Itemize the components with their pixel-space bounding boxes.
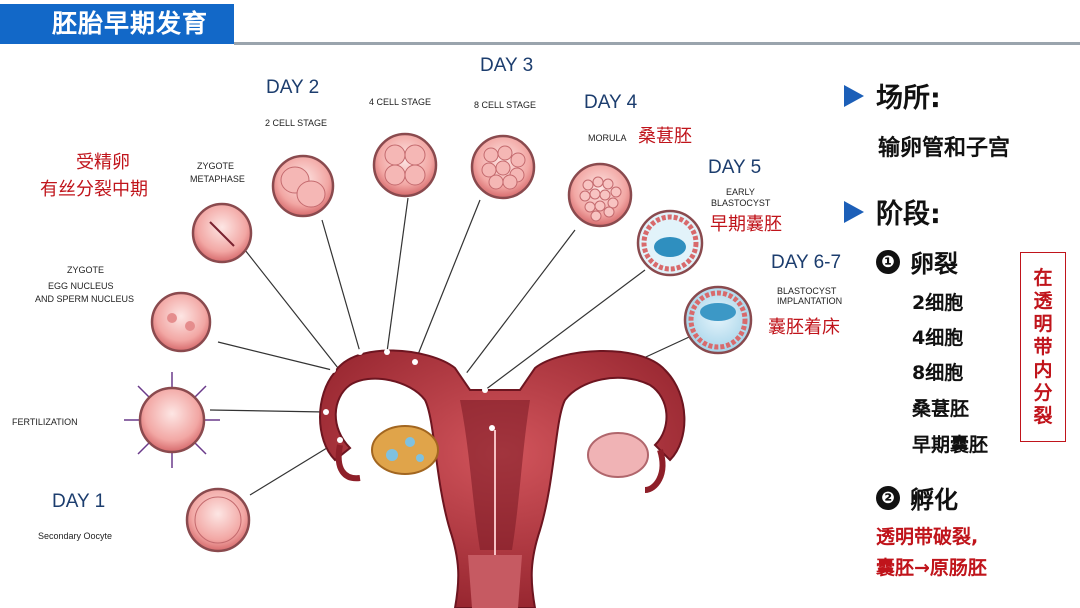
early-blastocyst-annotation: 早期囊胚 <box>710 214 782 235</box>
day-2-label: DAY 2 <box>266 77 319 98</box>
zygote-label: ZYGOTE <box>67 265 104 275</box>
embryo-development-diagram: DAY 1 DAY 2 DAY 3 DAY 4 DAY 5 DAY 6-7 Se… <box>12 55 842 608</box>
blastocyst-implant-label-2: IMPLANTATION <box>777 296 842 306</box>
early-label: EARLY <box>726 187 755 197</box>
triangle-bullet-icon <box>844 84 864 107</box>
cell-fertilization <box>124 372 220 468</box>
cell-eight-cell <box>470 134 536 200</box>
zygote-metaphase-label-2: METAPHASE <box>190 174 245 184</box>
page-title: 胚胎早期发育 <box>0 4 234 44</box>
eight-cell-label: 8 CELL STAGE <box>474 100 536 110</box>
day-3-label: DAY 3 <box>480 55 533 76</box>
number-2-icon: ❷ <box>876 485 900 510</box>
four-cell-label: 4 CELL STAGE <box>369 97 431 107</box>
day-4-label: DAY 4 <box>584 92 638 113</box>
triangle-bullet-icon <box>844 200 864 223</box>
cleavage-item: 桑葚胚 <box>912 398 970 420</box>
uterus-illustration <box>319 349 686 608</box>
hatching-line-2: 囊胚→原肠胚 <box>876 557 987 579</box>
morula-annotation: 桑葚胚 <box>638 126 692 147</box>
zona-pellucida-box: 在 透 明 带 内 分 裂 <box>1020 252 1066 442</box>
place-value: 输卵管和子宫 <box>878 136 1011 161</box>
zona-char: 透 <box>1033 289 1053 312</box>
stage-heading: 阶段: <box>844 192 941 231</box>
cleavage-item: 早期囊胚 <box>912 434 989 456</box>
zona-char: 裂 <box>1033 404 1053 427</box>
egg-nucleus-label: EGG NUCLEUS <box>48 281 114 291</box>
two-cell-label: 2 CELL STAGE <box>265 118 327 128</box>
day-6-7-label: DAY 6-7 <box>771 252 841 273</box>
fertilization-label: FERTILIZATION <box>12 417 78 427</box>
implantation-annotation: 囊胚着床 <box>768 317 840 338</box>
zona-char: 内 <box>1033 358 1053 381</box>
number-1-icon: ❶ <box>876 249 900 274</box>
cell-two-cell <box>271 154 335 218</box>
cell-secondary-oocyte <box>185 487 251 553</box>
cell-blastocyst-implantation <box>683 285 753 355</box>
cleavage-item: 2细胞 <box>912 292 964 314</box>
day-1-label: DAY 1 <box>52 491 105 512</box>
stage-heading-text: 阶段: <box>876 199 941 230</box>
hatching-line-1: 透明带破裂, <box>876 526 979 548</box>
zona-char: 在 <box>1033 266 1053 289</box>
zona-char: 分 <box>1033 381 1053 404</box>
zygote-annotation-2: 有丝分裂中期 <box>40 179 148 200</box>
cell-zygote-metaphase <box>191 202 253 264</box>
morula-label: MORULA <box>588 133 627 143</box>
title-divider <box>234 42 1080 45</box>
place-heading-text: 场所: <box>876 83 941 114</box>
secondary-oocyte-label: Secondary Oocyte <box>38 531 112 541</box>
blastocyst-label: BLASTOCYST <box>711 198 771 208</box>
cleavage-label: 卵裂 <box>910 250 958 278</box>
cell-zygote <box>150 291 212 353</box>
blastocyst-implant-label-1: BLASTOCYST <box>777 286 837 296</box>
info-panel: 场所: 输卵管和子宫 阶段: ❶ 卵裂 2细胞 4细胞 8细胞 桑葚胚 早期囊胚… <box>844 0 1080 608</box>
cell-morula <box>567 162 633 228</box>
zona-char: 带 <box>1033 335 1053 358</box>
cleavage-item: 8细胞 <box>912 362 964 384</box>
day-5-label: DAY 5 <box>708 157 761 178</box>
sperm-nucleus-label: AND SPERM NUCLEUS <box>35 294 134 304</box>
place-heading: 场所: <box>844 76 941 115</box>
cell-early-blastocyst <box>636 209 704 277</box>
cleavage-heading: ❶ 卵裂 <box>876 244 958 279</box>
zona-char: 明 <box>1033 312 1053 335</box>
cell-four-cell <box>372 132 438 198</box>
cleavage-item: 4细胞 <box>912 327 964 349</box>
hatching-heading: ❷ 孵化 <box>876 480 958 515</box>
zygote-annotation-1: 受精卵 <box>76 152 130 173</box>
zygote-metaphase-label-1: ZYGOTE <box>197 161 234 171</box>
hatching-label: 孵化 <box>910 486 958 514</box>
